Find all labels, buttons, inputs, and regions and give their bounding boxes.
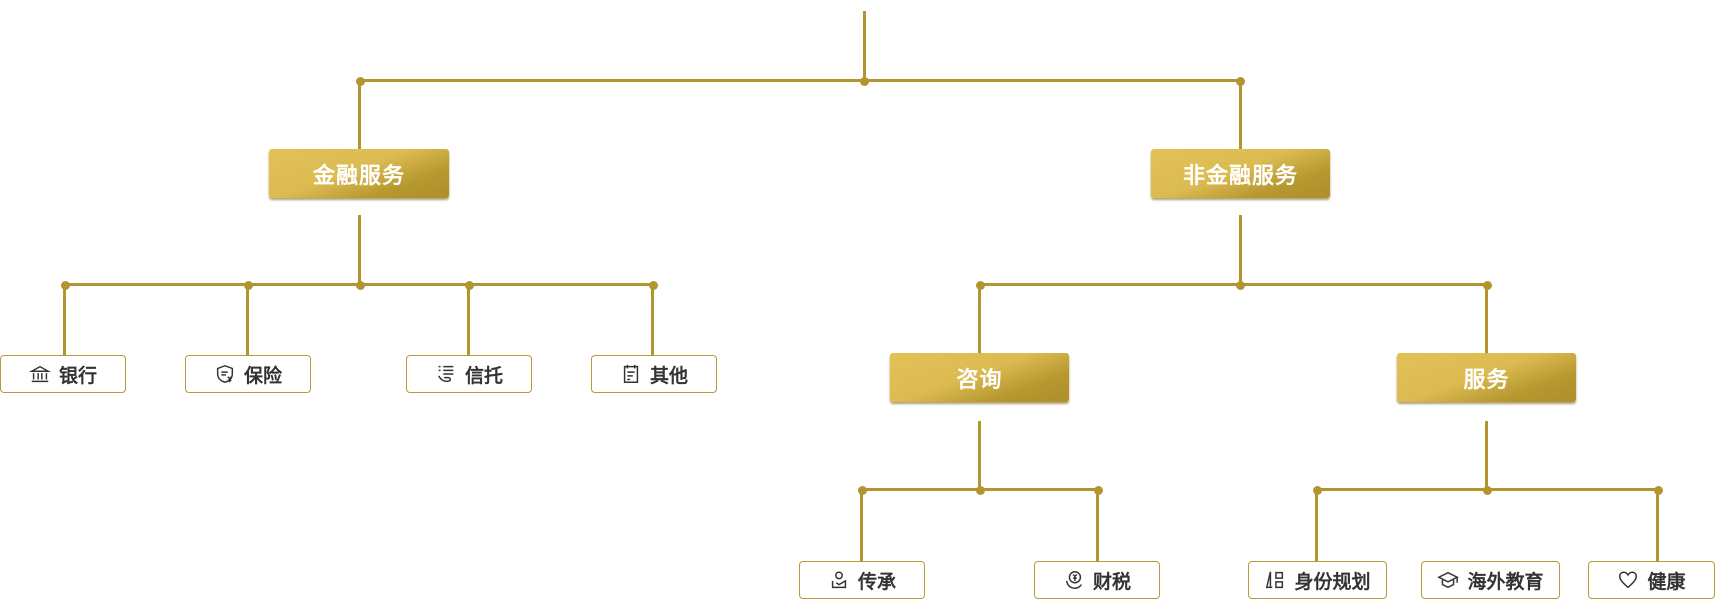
notepad-icon xyxy=(623,364,639,383)
leaf-inheritance[interactable]: 传承 xyxy=(799,561,925,599)
connector xyxy=(860,489,863,562)
leaf-health[interactable]: 健康 xyxy=(1588,561,1715,599)
connector-dot xyxy=(976,486,985,495)
connector xyxy=(358,215,361,285)
connector xyxy=(979,283,1487,286)
bank-icon xyxy=(28,365,51,383)
leaf-other[interactable]: 其他 xyxy=(591,355,717,393)
connector-dot xyxy=(860,77,869,86)
graduation-cap-icon xyxy=(1437,571,1460,589)
leaf-identity-planning[interactable]: 身份规划 xyxy=(1248,561,1387,599)
connector xyxy=(246,284,249,356)
connector xyxy=(1656,489,1659,562)
connector xyxy=(863,11,866,81)
category-services[interactable]: 服务 xyxy=(1397,353,1576,402)
leaf-label: 财税 xyxy=(1092,570,1131,593)
connector xyxy=(1239,80,1242,150)
connector xyxy=(1096,489,1099,562)
hand-list-icon xyxy=(437,365,454,383)
category-non-financial-services[interactable]: 非金融服务 xyxy=(1151,149,1330,198)
leaf-bank[interactable]: 银行 xyxy=(0,355,126,393)
leaf-label: 海外教育 xyxy=(1467,570,1544,593)
connector-dot xyxy=(1236,281,1245,290)
connector-dot xyxy=(356,281,365,290)
leaf-insurance[interactable]: 保险 xyxy=(185,355,311,393)
yuan-coin-hand-icon xyxy=(1065,571,1082,589)
category-financial-services[interactable]: 金融服务 xyxy=(269,149,449,198)
connector xyxy=(467,284,470,356)
connector xyxy=(63,284,66,356)
leaf-finance-tax[interactable]: 财税 xyxy=(1034,561,1160,599)
connector xyxy=(978,421,981,490)
person-hand-icon xyxy=(831,571,847,589)
leaf-label: 保险 xyxy=(243,364,282,387)
connector xyxy=(358,80,361,150)
leaf-label: 银行 xyxy=(58,364,97,387)
leaf-label: 传承 xyxy=(857,570,896,593)
connector xyxy=(1485,284,1488,354)
leaf-overseas-education[interactable]: 海外教育 xyxy=(1421,561,1560,599)
connector-dot xyxy=(1483,486,1492,495)
leaf-label: 其他 xyxy=(649,364,688,387)
identity-icon xyxy=(1266,571,1284,589)
category-consulting[interactable]: 咨询 xyxy=(890,353,1069,402)
leaf-label: 身份规划 xyxy=(1294,570,1371,593)
connector xyxy=(359,79,1241,82)
heart-icon xyxy=(1619,571,1638,589)
connector xyxy=(1239,215,1242,285)
leaf-trust[interactable]: 信托 xyxy=(406,355,532,393)
shield-yuan-icon xyxy=(216,364,234,384)
leaf-label: 信托 xyxy=(464,364,503,387)
connector xyxy=(1485,421,1488,490)
connector xyxy=(978,284,981,354)
leaf-label: 健康 xyxy=(1647,570,1686,593)
connector xyxy=(651,284,654,356)
connector xyxy=(1315,489,1318,562)
